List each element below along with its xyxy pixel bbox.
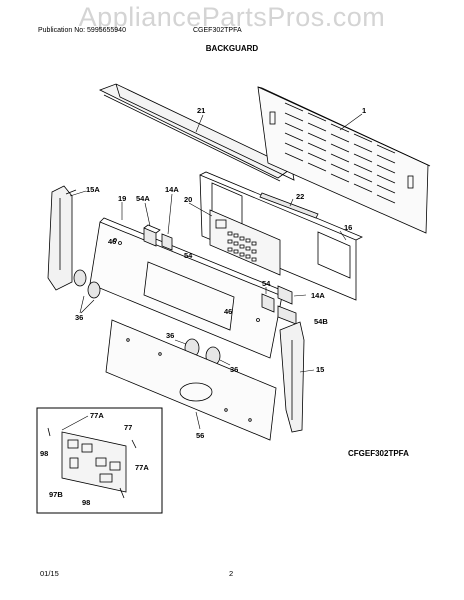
callout-77a-top: 77A <box>90 411 104 420</box>
callout-36-left: 36 <box>75 313 83 322</box>
part-54a-switch <box>143 224 161 247</box>
callout-1: 1 <box>362 106 366 115</box>
callout-22: 22 <box>296 192 304 201</box>
watermark: AppliancePartsPros.com <box>78 2 386 32</box>
part-20-control-board <box>209 209 281 276</box>
callout-46-top: 46 <box>108 237 116 246</box>
inset-board-detail <box>36 407 163 514</box>
callout-20: 20 <box>184 195 192 204</box>
model-label: CFGEF302TPFA <box>348 449 409 458</box>
callout-97b: 97B <box>49 490 63 499</box>
footer-date: 01/15 <box>40 569 59 578</box>
part-14a-switch-top <box>161 233 173 251</box>
callout-21: 21 <box>197 106 205 115</box>
callout-36-mid: 36 <box>166 331 174 340</box>
keypad-buttons <box>227 231 257 262</box>
part-14a-switch-right <box>277 285 293 305</box>
callout-98-left: 98 <box>40 449 48 458</box>
callout-labels: 21 1 22 16 15A 19 54A 14A 20 46 54 54 14… <box>40 106 366 507</box>
leader-lines <box>61 113 363 431</box>
part-56-rear-cover <box>105 319 277 441</box>
callout-36-right: 36 <box>230 365 238 374</box>
publication-number: Publication No: 5995655940 <box>38 27 126 34</box>
callout-77a-bottom: 77A <box>135 463 149 472</box>
callout-77: 77 <box>124 423 132 432</box>
model-number: CGEF302TPFA <box>193 27 242 34</box>
callout-98-bottom: 98 <box>82 498 90 507</box>
callout-54b: 54B <box>314 317 328 326</box>
part-1-rear-panel <box>257 86 431 234</box>
callout-15a: 15A <box>86 185 100 194</box>
page-number: 2 <box>229 569 234 578</box>
callout-54-left: 54 <box>184 251 193 260</box>
part-22-bracket <box>259 192 319 219</box>
part-19-control-panel <box>89 217 287 359</box>
callout-14a-top: 14A <box>165 185 179 194</box>
callout-19: 19 <box>118 194 126 203</box>
part-15-right-endcap <box>279 321 305 433</box>
callout-16: 16 <box>344 223 352 232</box>
diagram-title: BACKGUARD <box>205 44 259 53</box>
part-54-switch <box>261 293 275 313</box>
part-54b-switch <box>277 305 297 325</box>
callout-15: 15 <box>316 365 324 374</box>
callout-54-right: 54 <box>262 279 271 288</box>
callout-14a-right: 14A <box>311 291 325 300</box>
callout-54a: 54A <box>136 194 150 203</box>
part-15a-left-endcap <box>47 185 77 291</box>
vent-slots <box>284 102 396 204</box>
callout-46-mid: 46 <box>224 307 232 316</box>
callout-56: 56 <box>196 431 204 440</box>
